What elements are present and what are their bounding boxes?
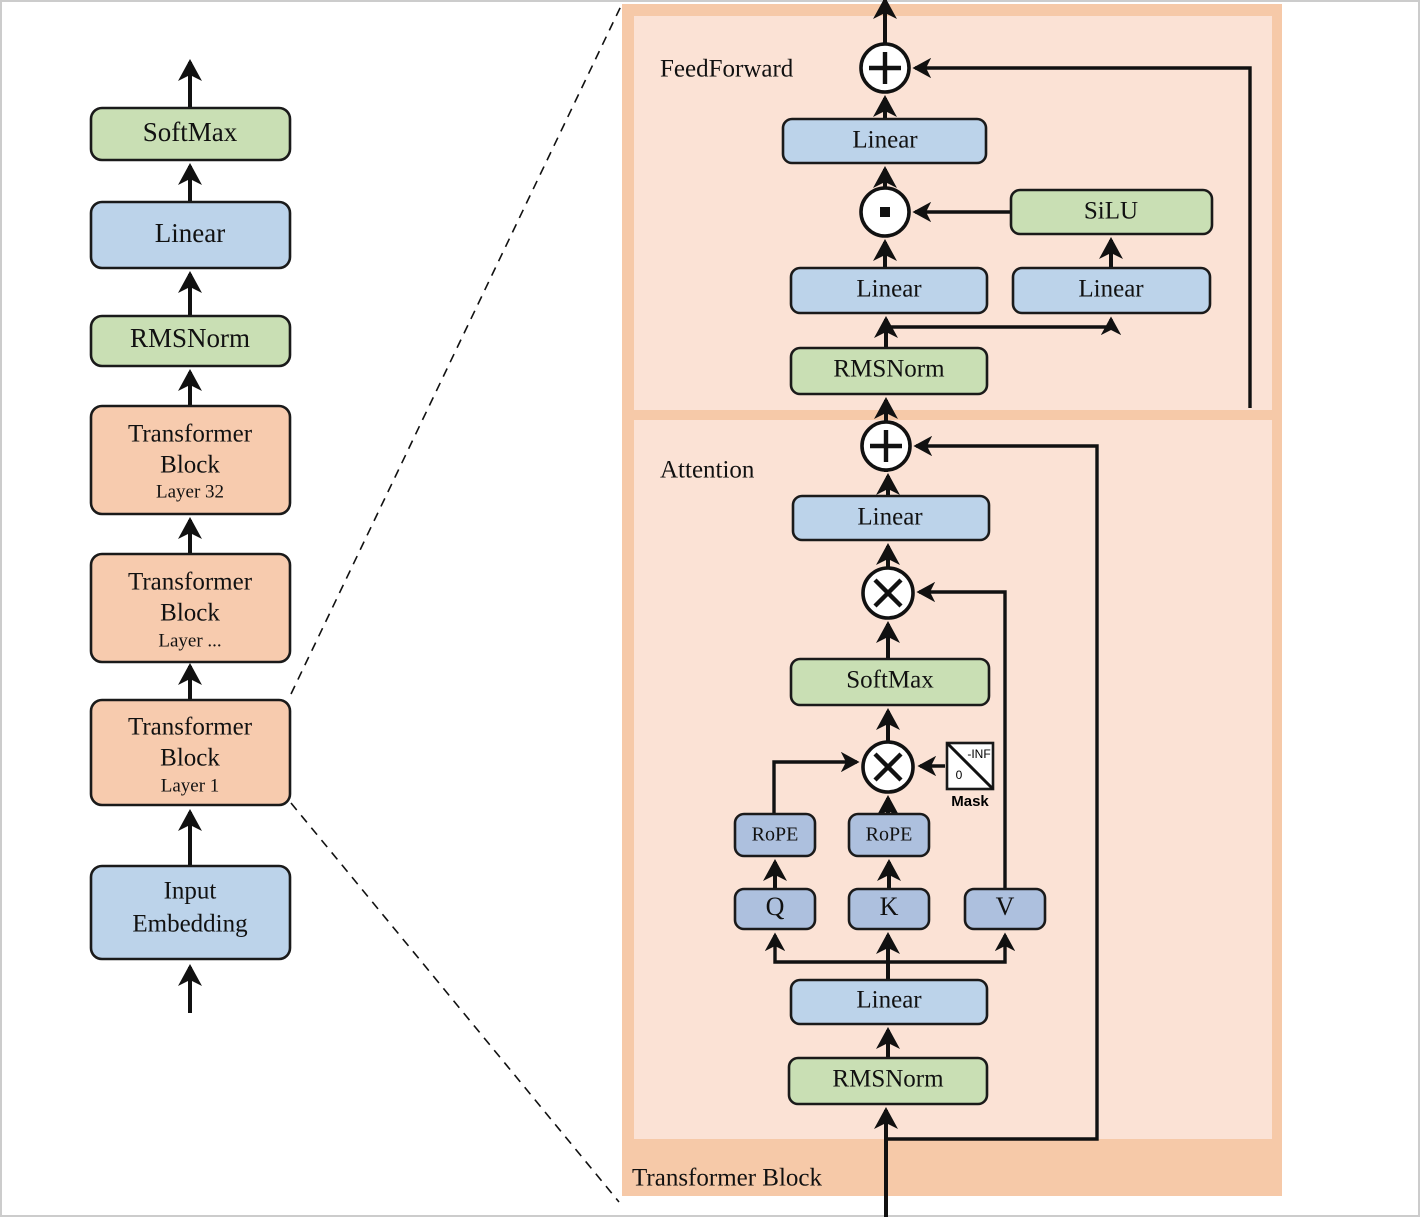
ff-rmsnorm[interactable]: RMSNorm [789, 346, 989, 396]
stack-node-rmsnorm-final-label: RMSNorm [130, 323, 250, 353]
stack-node-block-1-label-line1: Transformer [128, 714, 253, 741]
stack-node-block-1[interactable]: Transformer Block Layer 1 [89, 698, 292, 807]
attn-linear-qkv[interactable]: Linear [789, 978, 989, 1026]
attn-rope-q[interactable]: RoPE [733, 812, 817, 858]
ff-linear-out[interactable]: Linear [781, 117, 988, 165]
attn-rope-k-label: RoPE [866, 824, 913, 846]
attn-v-to-matmul-path [916, 581, 1007, 890]
ff-linear-gate[interactable]: Linear [789, 266, 989, 315]
stack-node-linear-head-label: Linear [155, 218, 225, 248]
attention-mask-icon: -INF 0 Mask [945, 741, 995, 810]
ff-silu[interactable]: SiLU [1009, 188, 1214, 236]
zoom-connector-lines [290, 5, 622, 1203]
attn-q-label: Q [766, 892, 785, 921]
stack-node-input-embedding-label-line2: Embedding [132, 911, 248, 938]
attn-v[interactable]: V [963, 887, 1047, 931]
dashed-connector-bottom [290, 802, 620, 1203]
attn-linear-out[interactable]: Linear [791, 494, 991, 542]
stack-node-rmsnorm-final[interactable]: RMSNorm [89, 314, 292, 368]
attn-v-label: V [996, 892, 1015, 921]
attn-matmul-qk-op[interactable] [861, 740, 915, 794]
stack-node-block-32-label-line1: Transformer [128, 421, 253, 448]
ff-linear-up-label: Linear [1078, 276, 1144, 303]
stack-node-block-mid-label-line2: Block [160, 600, 220, 627]
stack-node-block-1-label-line2: Block [160, 745, 220, 772]
ff-linear-up[interactable]: Linear [1011, 266, 1212, 315]
ff-linear-gate-label: Linear [856, 276, 922, 303]
attn-k-label: K [880, 892, 899, 921]
mask-upper-value: -INF [967, 747, 990, 761]
attention-panel-title: Attention [660, 457, 755, 484]
stack-node-block-32-label-line2: Block [160, 452, 220, 479]
attention-group: Linear SoftMax [733, 420, 1099, 1217]
stack-node-block-32[interactable]: Transformer Block Layer 32 [89, 404, 292, 516]
stack-node-block-mid[interactable]: Transformer Block Layer ... [89, 552, 292, 664]
dashed-connector-top [290, 5, 622, 695]
attn-residual-path [886, 435, 1099, 1141]
attn-matmul-v-op[interactable] [861, 566, 915, 620]
attn-q[interactable]: Q [733, 887, 817, 931]
stack-node-linear-head[interactable]: Linear [89, 200, 292, 270]
stack-node-softmax-label: SoftMax [143, 117, 238, 147]
ff-add-op[interactable] [859, 42, 911, 94]
stack-node-block-1-sublabel: Layer 1 [161, 775, 220, 796]
attn-softmax-label: SoftMax [846, 667, 934, 694]
attn-rmsnorm-label: RMSNorm [832, 1066, 944, 1093]
ff-rmsnorm-label: RMSNorm [833, 356, 945, 383]
mask-caption: Mask [951, 793, 989, 810]
ff-silu-label: SiLU [1084, 198, 1138, 225]
ff-multiply-op[interactable] [859, 186, 911, 238]
stack-node-block-mid-sublabel: Layer ... [158, 630, 221, 651]
ff-multiply-dot-glyph [880, 207, 890, 217]
attn-linear-out-label: Linear [857, 504, 923, 531]
attn-add-op[interactable] [860, 420, 912, 472]
stack-node-block-32-sublabel: Layer 32 [156, 481, 224, 502]
feedforward-panel-title: FeedForward [660, 56, 794, 83]
ff-residual-path [912, 57, 1252, 408]
attn-linear-qkv-label: Linear [856, 987, 922, 1014]
ff-linear-out-label: Linear [852, 127, 918, 154]
attn-rope-q-label: RoPE [752, 824, 799, 846]
attn-rope-q-to-matmul [772, 751, 860, 814]
mask-lower-value: 0 [956, 768, 963, 782]
attn-k[interactable]: K [847, 887, 931, 931]
transformer-block-detail: Transformer Block FeedForward Attention [622, 0, 1282, 1217]
stack-node-block-mid-label-line1: Transformer [128, 569, 253, 596]
stack-node-softmax[interactable]: SoftMax [89, 106, 292, 162]
attn-rope-k[interactable]: RoPE [847, 812, 931, 858]
attn-rmsnorm[interactable]: RMSNorm [787, 1056, 989, 1106]
model-overview-stack: SoftMax Linear RMSNorm Transformer Block… [89, 59, 292, 1013]
feedforward-group: Linear SiLU Linear [781, 0, 1252, 472]
transformer-block-container-label: Transformer Block [632, 1165, 823, 1192]
attn-softmax[interactable]: SoftMax [789, 657, 991, 707]
stack-node-input-embedding[interactable]: Input Embedding [89, 864, 292, 961]
stack-node-input-embedding-label-line1: Input [164, 878, 217, 905]
